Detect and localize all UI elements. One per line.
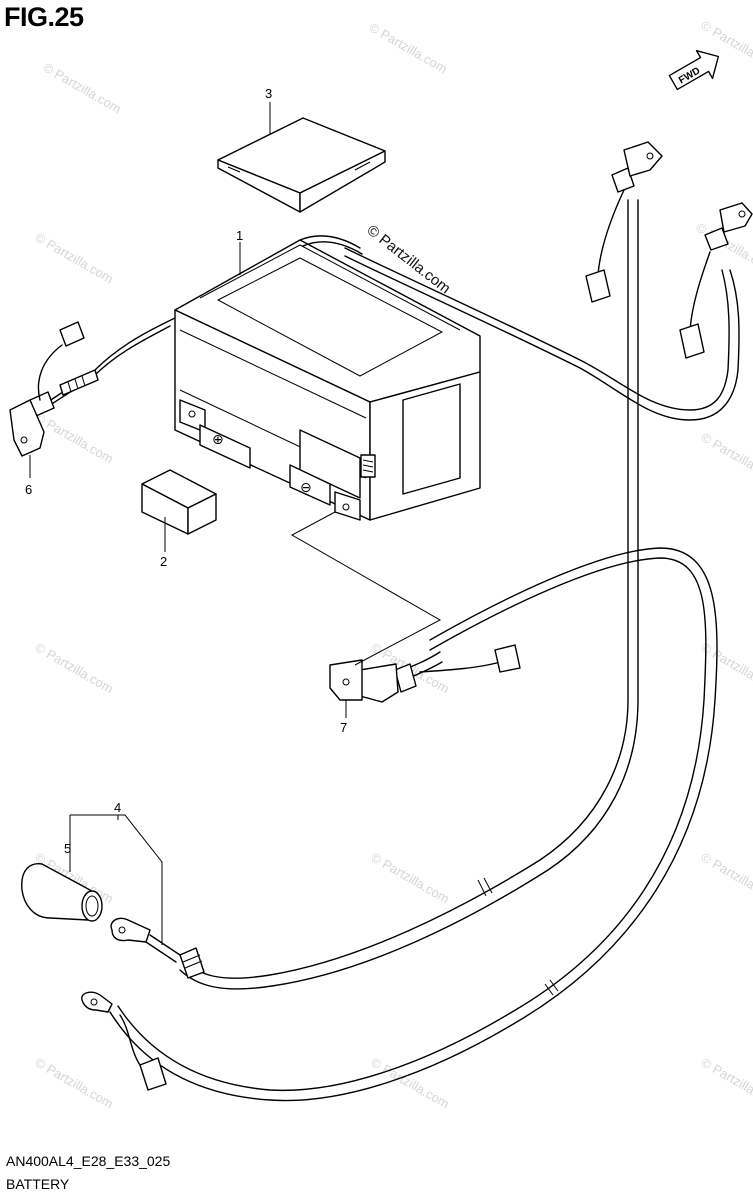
watermark-layer: © Partzilla.com © Partzilla.com © Partzi… xyxy=(33,18,753,1112)
callout-3: 3 xyxy=(265,86,272,101)
callout-4: 4 xyxy=(114,800,121,815)
watermark: © Partzilla.com xyxy=(699,640,753,697)
svg-text:⊕: ⊕ xyxy=(212,432,224,448)
part-2-pad xyxy=(141,469,217,535)
part-1-battery: ⊕ ⊖ xyxy=(174,235,481,521)
figure-label: FIG.25 xyxy=(4,2,84,32)
part-3-pad xyxy=(217,117,386,213)
connection-line xyxy=(290,511,442,666)
watermark: © Partzilla.com xyxy=(33,410,116,467)
watermark: © Partzilla.com xyxy=(33,640,116,697)
watermark: © Partzilla.com xyxy=(367,20,450,77)
part-6-positive-lead xyxy=(9,317,176,457)
watermark: © Partzilla.com xyxy=(33,230,116,287)
diagram-caption: BATTERY xyxy=(6,1176,70,1192)
bracket-4-5 xyxy=(70,814,163,945)
model-code: AN400AL4_E28_E33_025 xyxy=(6,1153,171,1169)
watermark: © Partzilla.com xyxy=(699,430,753,487)
fwd-arrow-icon: FWD xyxy=(668,49,720,91)
svg-text:⊖: ⊖ xyxy=(300,480,312,496)
part-5-cap xyxy=(21,863,103,922)
callout-1: 1 xyxy=(236,228,243,243)
watermark: © Partzilla.com xyxy=(699,1055,753,1112)
watermark: © Partzilla.com xyxy=(33,1055,116,1112)
main-cable xyxy=(110,199,639,990)
callout-5: 5 xyxy=(64,841,71,856)
watermark: © Partzilla.com xyxy=(41,60,124,117)
watermark: © Partzilla.com xyxy=(369,850,452,907)
harness-right xyxy=(344,141,753,421)
harness-lower xyxy=(81,547,718,1102)
watermark: © Partzilla.com xyxy=(699,850,753,907)
callout-6: 6 xyxy=(25,482,32,497)
callout-2: 2 xyxy=(160,554,167,569)
callout-7: 7 xyxy=(340,720,347,735)
